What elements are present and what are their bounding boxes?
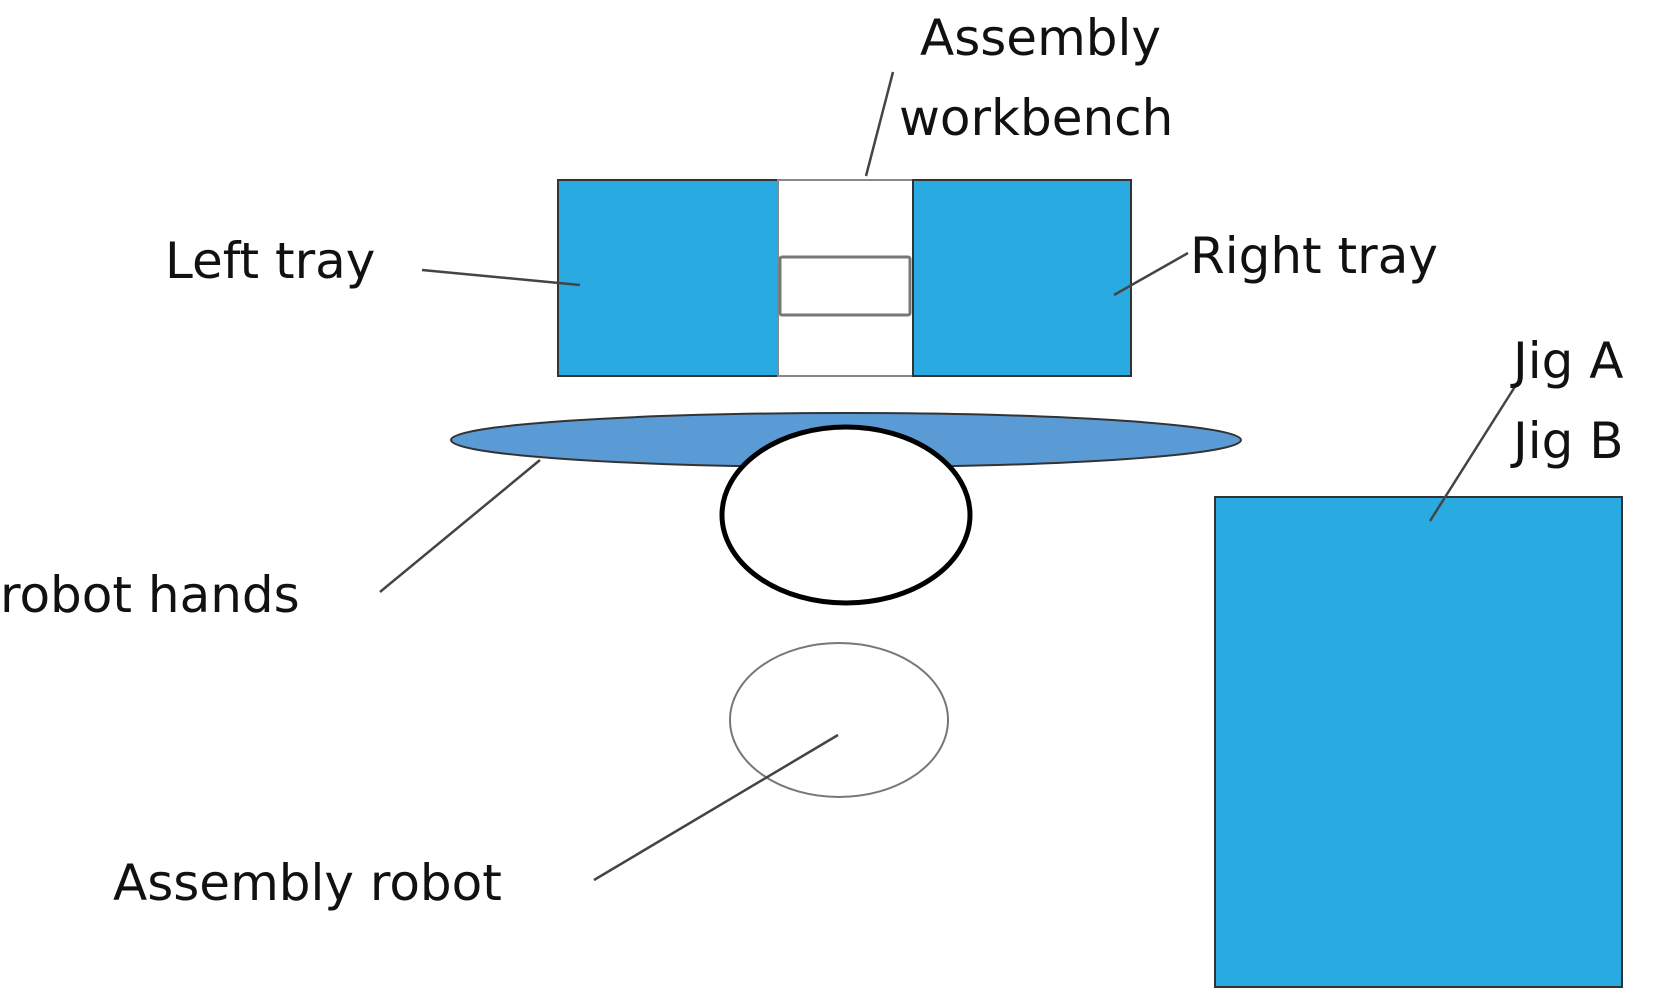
label-robot-hands: robot hands bbox=[0, 566, 300, 624]
leader-robot-hands bbox=[379, 459, 541, 593]
label-left-tray: Left tray bbox=[165, 232, 375, 290]
leader-jig bbox=[1428, 384, 1518, 522]
assembly-robot bbox=[729, 642, 949, 798]
label-jig-b: Jig B bbox=[1510, 412, 1624, 470]
robot-head bbox=[719, 424, 973, 606]
label-jig-a: Jig A bbox=[1510, 332, 1623, 390]
label-workbench-line2: workbench bbox=[899, 89, 1173, 147]
leader-assembly-robot bbox=[593, 733, 839, 882]
left-tray bbox=[557, 179, 779, 377]
jig bbox=[1214, 496, 1623, 988]
leader-right-tray bbox=[1113, 251, 1189, 297]
label-workbench-line1: Assembly bbox=[920, 9, 1161, 67]
label-right-tray: Right tray bbox=[1190, 227, 1438, 285]
leader-left-tray bbox=[421, 268, 581, 287]
leader-workbench bbox=[864, 71, 895, 177]
workbench-part-slot bbox=[778, 255, 912, 317]
right-tray bbox=[912, 179, 1132, 377]
label-assembly-robot: Assembly robot bbox=[113, 854, 502, 912]
